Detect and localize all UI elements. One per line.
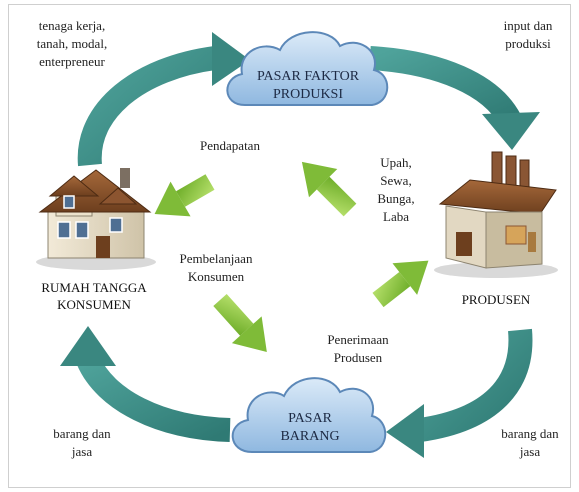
factory-icon bbox=[434, 151, 558, 278]
diagram-frame bbox=[8, 4, 571, 488]
flow-label-top-right: input dan produksi bbox=[504, 18, 553, 51]
factor-payments-line1: Upah, bbox=[380, 155, 411, 170]
producer-revenue-line2: Produsen bbox=[334, 350, 383, 365]
factor-market-line1: PASAR FAKTOR bbox=[257, 69, 360, 84]
producer-label: PRODUSEN bbox=[462, 292, 531, 307]
top-right-line2: produksi bbox=[505, 36, 551, 51]
arrow-factor-market-to-producer bbox=[369, 46, 540, 150]
top-right-line1: input dan bbox=[504, 18, 553, 33]
consumer-spending-line1: Pembelanjaan bbox=[180, 251, 253, 266]
flow-label-income: Pendapatan bbox=[200, 138, 260, 153]
arrow-household-to-factor-market bbox=[77, 32, 250, 167]
goods-market-line1: PASAR bbox=[288, 411, 333, 426]
factor-payments-line2: Sewa, bbox=[380, 173, 411, 188]
flow-label-producer-revenue: Penerimaan Produsen bbox=[327, 332, 389, 365]
arrow-producer-revenue bbox=[372, 260, 429, 308]
flow-label-consumer-spending: Pembelanjaan Konsumen bbox=[180, 251, 253, 284]
consumer-spending-line2: Konsumen bbox=[188, 269, 245, 284]
household-label-line1: RUMAH TANGGA bbox=[41, 280, 147, 295]
bottom-left-line2: jasa bbox=[71, 444, 92, 459]
flow-label-bottom-left: barang dan jasa bbox=[53, 426, 111, 459]
cloud-factor-market: PASAR FAKTOR PRODUKSI bbox=[226, 31, 389, 106]
bottom-right-line2: jasa bbox=[519, 444, 540, 459]
top-left-line1: tenaga kerja, bbox=[39, 18, 105, 33]
goods-market-line2: BARANG bbox=[280, 429, 339, 444]
bottom-left-line1: barang dan bbox=[53, 426, 111, 441]
arrow-goods-market-to-household bbox=[60, 326, 231, 442]
cloud-goods-market: PASAR BARANG bbox=[231, 377, 387, 453]
arrow-consumer-spending bbox=[213, 293, 267, 353]
flow-label-bottom-right: barang dan jasa bbox=[501, 426, 559, 459]
producer-revenue-line1: Penerimaan bbox=[327, 332, 389, 347]
factor-payments-line3: Bunga, bbox=[377, 191, 414, 206]
top-left-line2: tanah, modal, bbox=[37, 36, 107, 51]
arrow-producer-to-goods-market bbox=[386, 328, 533, 458]
arrow-income bbox=[154, 174, 215, 217]
household-label-line2: KONSUMEN bbox=[57, 297, 131, 312]
top-left-line3: enterpreneur bbox=[39, 54, 105, 69]
factor-market-line2: PRODUKSI bbox=[273, 87, 343, 102]
arrow-factor-payments bbox=[301, 161, 357, 217]
factor-payments-line4: Laba bbox=[383, 209, 409, 224]
bottom-right-line1: barang dan bbox=[501, 426, 559, 441]
house-icon bbox=[36, 168, 156, 270]
flow-label-top-left: tenaga kerja, tanah, modal, enterpreneur bbox=[37, 18, 107, 69]
flow-label-factor-payments: Upah, Sewa, Bunga, Laba bbox=[377, 155, 414, 224]
